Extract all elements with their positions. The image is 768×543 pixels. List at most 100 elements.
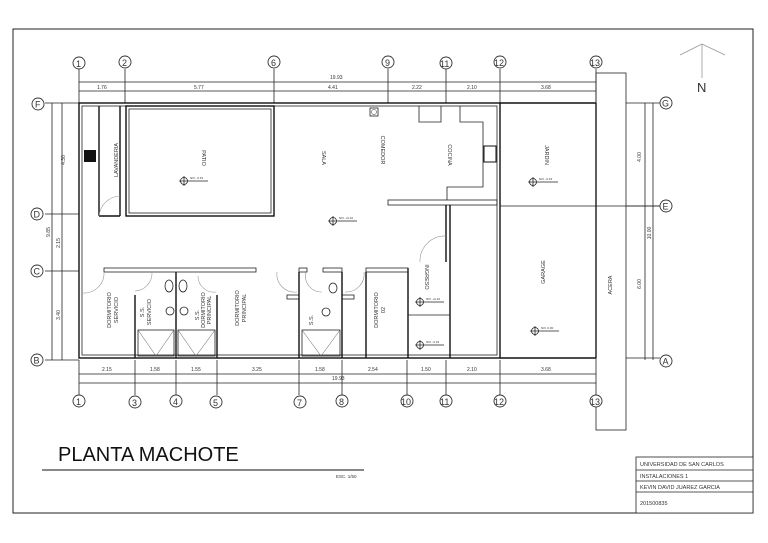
title-block-course: INSTALACIONES 1: [640, 474, 688, 480]
room-ss-principal-1: S.S.: [195, 309, 201, 320]
title-block-id: 201500835: [640, 501, 668, 507]
axis-bottom-13: 13: [590, 397, 600, 407]
room-dorm02-1: DORMITORIO: [374, 291, 380, 327]
room-garage: GARAGE: [541, 260, 547, 284]
axis-bottom-12: 12: [494, 397, 504, 407]
level-marker-icon: NIV. -0.15: [179, 176, 208, 186]
level-porch: NIV. -0.15: [426, 340, 440, 344]
axis-top-1: 1: [76, 59, 81, 69]
dim-top-1: 1.76: [97, 85, 107, 91]
axis-top-6: 6: [271, 58, 276, 68]
axis-left-B: B: [34, 356, 40, 366]
dim-bottom-4: 3.25: [252, 367, 262, 373]
dim-bottom-6: 2.54: [368, 367, 378, 373]
level-marker-icon: NIV. +0.10: [328, 216, 357, 226]
dim-bottom-8: 2.10: [467, 367, 477, 373]
dim-top-6: 3.68: [541, 85, 551, 91]
level-garage: NIV. 0.00: [541, 326, 554, 330]
room-dorm-principal-1: DORMITORIO: [235, 289, 241, 325]
title-block-author: KEVIN DAVID JUAREZ GARCIA: [640, 485, 720, 491]
room-dorm-servicio-1: DORMITORIO: [107, 291, 113, 327]
dim-top-2: 5.77: [194, 85, 204, 91]
washer-icon: [84, 150, 96, 162]
dim-left-3: 3.40: [56, 310, 62, 320]
room-labels: LAVANDERIA PATIO SALA COMEDOR COCINA JAR…: [107, 136, 614, 328]
dim-right-2: 6.00: [637, 279, 643, 289]
axis-left-C: C: [34, 267, 41, 277]
north-arrow-icon: N: [679, 43, 726, 95]
axis-bottom-5: 5: [213, 398, 218, 408]
level-marker-icon: NIV. -0.15: [528, 177, 558, 187]
sheet-border: [12, 28, 754, 514]
level-markers: NIV. -0.15 NIV. +0.10 NIV. -0.15 NIV. +0…: [179, 176, 559, 350]
room-comedor: COMEDOR: [379, 136, 385, 165]
level-jardin: NIV. -0.15: [539, 177, 553, 181]
room-ss-servicio-2: SERVICIO: [147, 298, 153, 325]
dim-top-total: 19.93: [330, 75, 343, 81]
level-marker-icon: NIV. -0.15: [415, 340, 444, 350]
room-lavanderia: LAVANDERIA: [114, 143, 120, 177]
room-sala: SALA: [320, 151, 326, 165]
room-ss-servicio-1: S.S.: [140, 306, 146, 317]
dim-left-1: 4.30: [61, 155, 67, 165]
axis-bottom-10: 10: [401, 397, 411, 407]
axis-right-E: E: [663, 202, 669, 212]
dim-bottom-2: 1.58: [150, 367, 160, 373]
axis-top-11: 11: [440, 59, 449, 69]
axis-bottom-4: 4: [173, 397, 178, 407]
room-patio: PATIO: [200, 150, 206, 166]
dim-left-2: 2.15: [56, 238, 62, 248]
axis-bottom-11: 11: [440, 397, 449, 407]
axis-top-2: 2: [122, 58, 127, 68]
room-dorm02-2: 02: [381, 307, 387, 313]
drawing-title: PLANTA MACHOTE: [58, 444, 239, 466]
level-marker-icon: NIV. +0.10: [415, 297, 444, 307]
dim-bottom-5: 1.58: [315, 367, 325, 373]
room-dorm-principal-2: PRINCIPAL: [242, 294, 248, 323]
axis-left-F: F: [35, 100, 41, 110]
axis-right-A: A: [663, 357, 669, 367]
room-ingreso: INGRESO: [423, 264, 429, 290]
dim-top-4: 2.22: [412, 85, 422, 91]
room-ss: S.S.: [309, 314, 315, 325]
room-dorm-servicio-2: SERVICIO: [114, 296, 120, 323]
right-dimensions: 4.00 10.00 6.00 G E A: [626, 96, 673, 368]
room-cocina: COCINA: [446, 144, 452, 166]
dim-top-5: 2.10: [467, 85, 477, 91]
level-patio: NIV. -0.15: [190, 176, 204, 180]
dim-bottom-9: 3.68: [541, 367, 551, 373]
room-ss-principal-2: DORMITORIO: [201, 291, 207, 327]
dim-bottom-3: 1.55: [191, 367, 201, 373]
axis-right-G: G: [662, 99, 669, 109]
axis-left-D: D: [34, 210, 41, 220]
room-ss-principal-3: PRINCIPAL: [207, 296, 213, 325]
level-ingreso: NIV. +0.10: [426, 297, 440, 301]
level-marker-icon: NIV. 0.00: [530, 326, 559, 336]
left-dimensions: 4.30 9.85 2.15 3.40 F D C B: [30, 97, 79, 367]
dim-left-total: 9.85: [46, 227, 52, 237]
dim-top-3: 4.41: [328, 85, 338, 91]
axis-bottom-7: 7: [297, 398, 302, 408]
room-acera: ACERA: [608, 275, 614, 294]
dim-bottom-1: 2.15: [102, 367, 112, 373]
axis-bottom-8: 8: [339, 397, 344, 407]
drawing-scale: ESC. 1/50: [336, 474, 357, 479]
building-walls: [78, 72, 660, 431]
title-block-institution: UNIVERSIDAD DE SAN CARLOS: [640, 462, 724, 468]
axis-bottom-3: 3: [132, 398, 137, 408]
level-sala: NIV. +0.10: [339, 216, 353, 220]
title-block: UNIVERSIDAD DE SAN CARLOS INSTALACIONES …: [635, 456, 754, 514]
north-label: N: [697, 80, 706, 95]
axis-top-13: 13: [590, 58, 600, 68]
room-jardin: JARDIN: [543, 145, 549, 165]
dim-right-1: 4.00: [637, 152, 643, 162]
dim-bottom-7: 1.50: [421, 367, 431, 373]
top-axes: 1 2 6 9 11 12 13: [72, 55, 603, 103]
bottom-dimensions: 2.15 1.58 1.55 3.25 1.58 2.54 1.50 2.10 …: [72, 360, 603, 409]
dim-bottom-total: 19.93: [332, 376, 345, 382]
axis-top-9: 9: [385, 58, 390, 68]
dim-right-total: 10.00: [647, 227, 653, 240]
top-dimensions: 19.93 1.76 5.77 4.41 2.22 2.10 3.68: [79, 75, 596, 92]
axis-bottom-1: 1: [76, 397, 81, 407]
